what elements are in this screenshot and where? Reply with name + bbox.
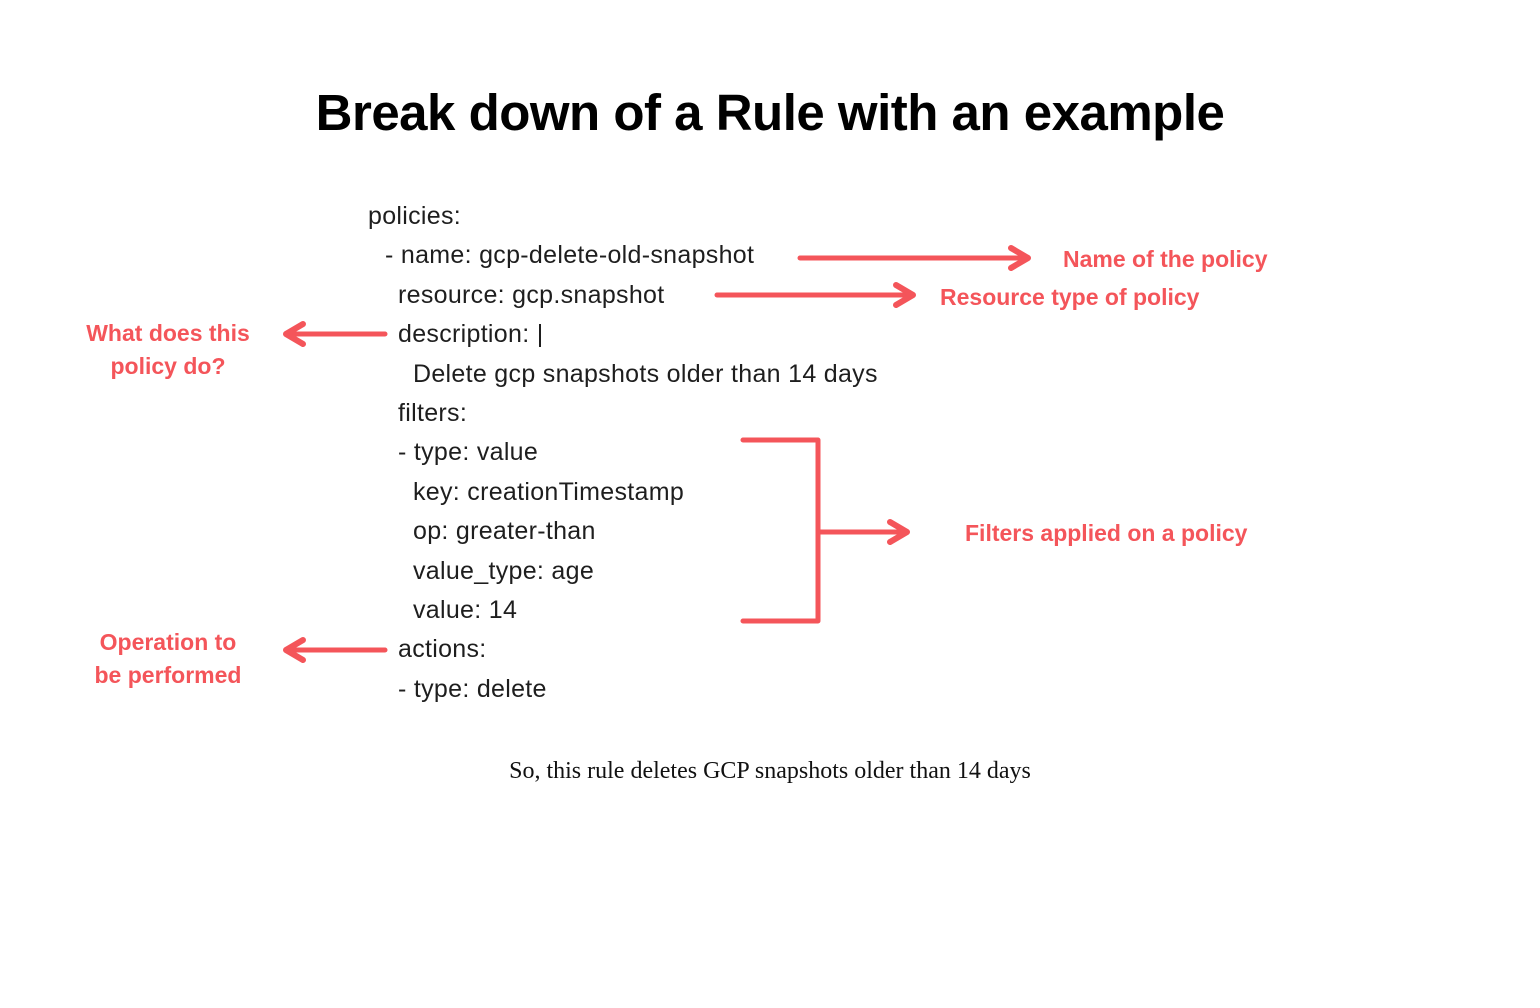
- yaml-line: description: |: [398, 320, 544, 349]
- yaml-line: value_type: age: [413, 556, 595, 585]
- yaml-line: op: greater-than: [413, 517, 596, 546]
- annotation-description-label-line: What does this: [86, 320, 250, 346]
- page-title: Break down of a Rule with an example: [315, 84, 1225, 141]
- yaml-block: policies: - name: gcp-delete-old-snapsho…: [368, 197, 878, 709]
- yaml-line: resource: gcp.snapshot: [398, 280, 665, 309]
- annotation-name-label: Name of the policy: [1063, 246, 1268, 272]
- annotation-actions-label-line: Operation to: [99, 629, 237, 655]
- yaml-line: filters:: [398, 398, 468, 427]
- summary-caption: So, this rule deletes GCP snapshots olde…: [509, 758, 1031, 784]
- yaml-line: value: 14: [413, 595, 518, 624]
- annotation-description-label: What does this policy do?: [58, 317, 278, 383]
- annotation-actions-label: Operation to be performed: [58, 626, 278, 692]
- yaml-line: - name: gcp-delete-old-snapshot: [385, 241, 755, 270]
- annotation-description-label-line: policy do?: [110, 353, 226, 379]
- yaml-line: - type: delete: [398, 674, 547, 703]
- yaml-line: key: creationTimestamp: [413, 477, 685, 506]
- yaml-line: - type: value: [398, 438, 539, 467]
- yaml-line: policies:: [368, 202, 462, 230]
- annotation-actions-label-line: be performed: [94, 662, 242, 688]
- annotation-filters-label: Filters applied on a policy: [965, 520, 1248, 546]
- annotation-resource-label: Resource type of policy: [940, 284, 1200, 310]
- yaml-line: Delete gcp snapshots older than 14 days: [413, 359, 878, 388]
- yaml-line: actions:: [398, 635, 487, 664]
